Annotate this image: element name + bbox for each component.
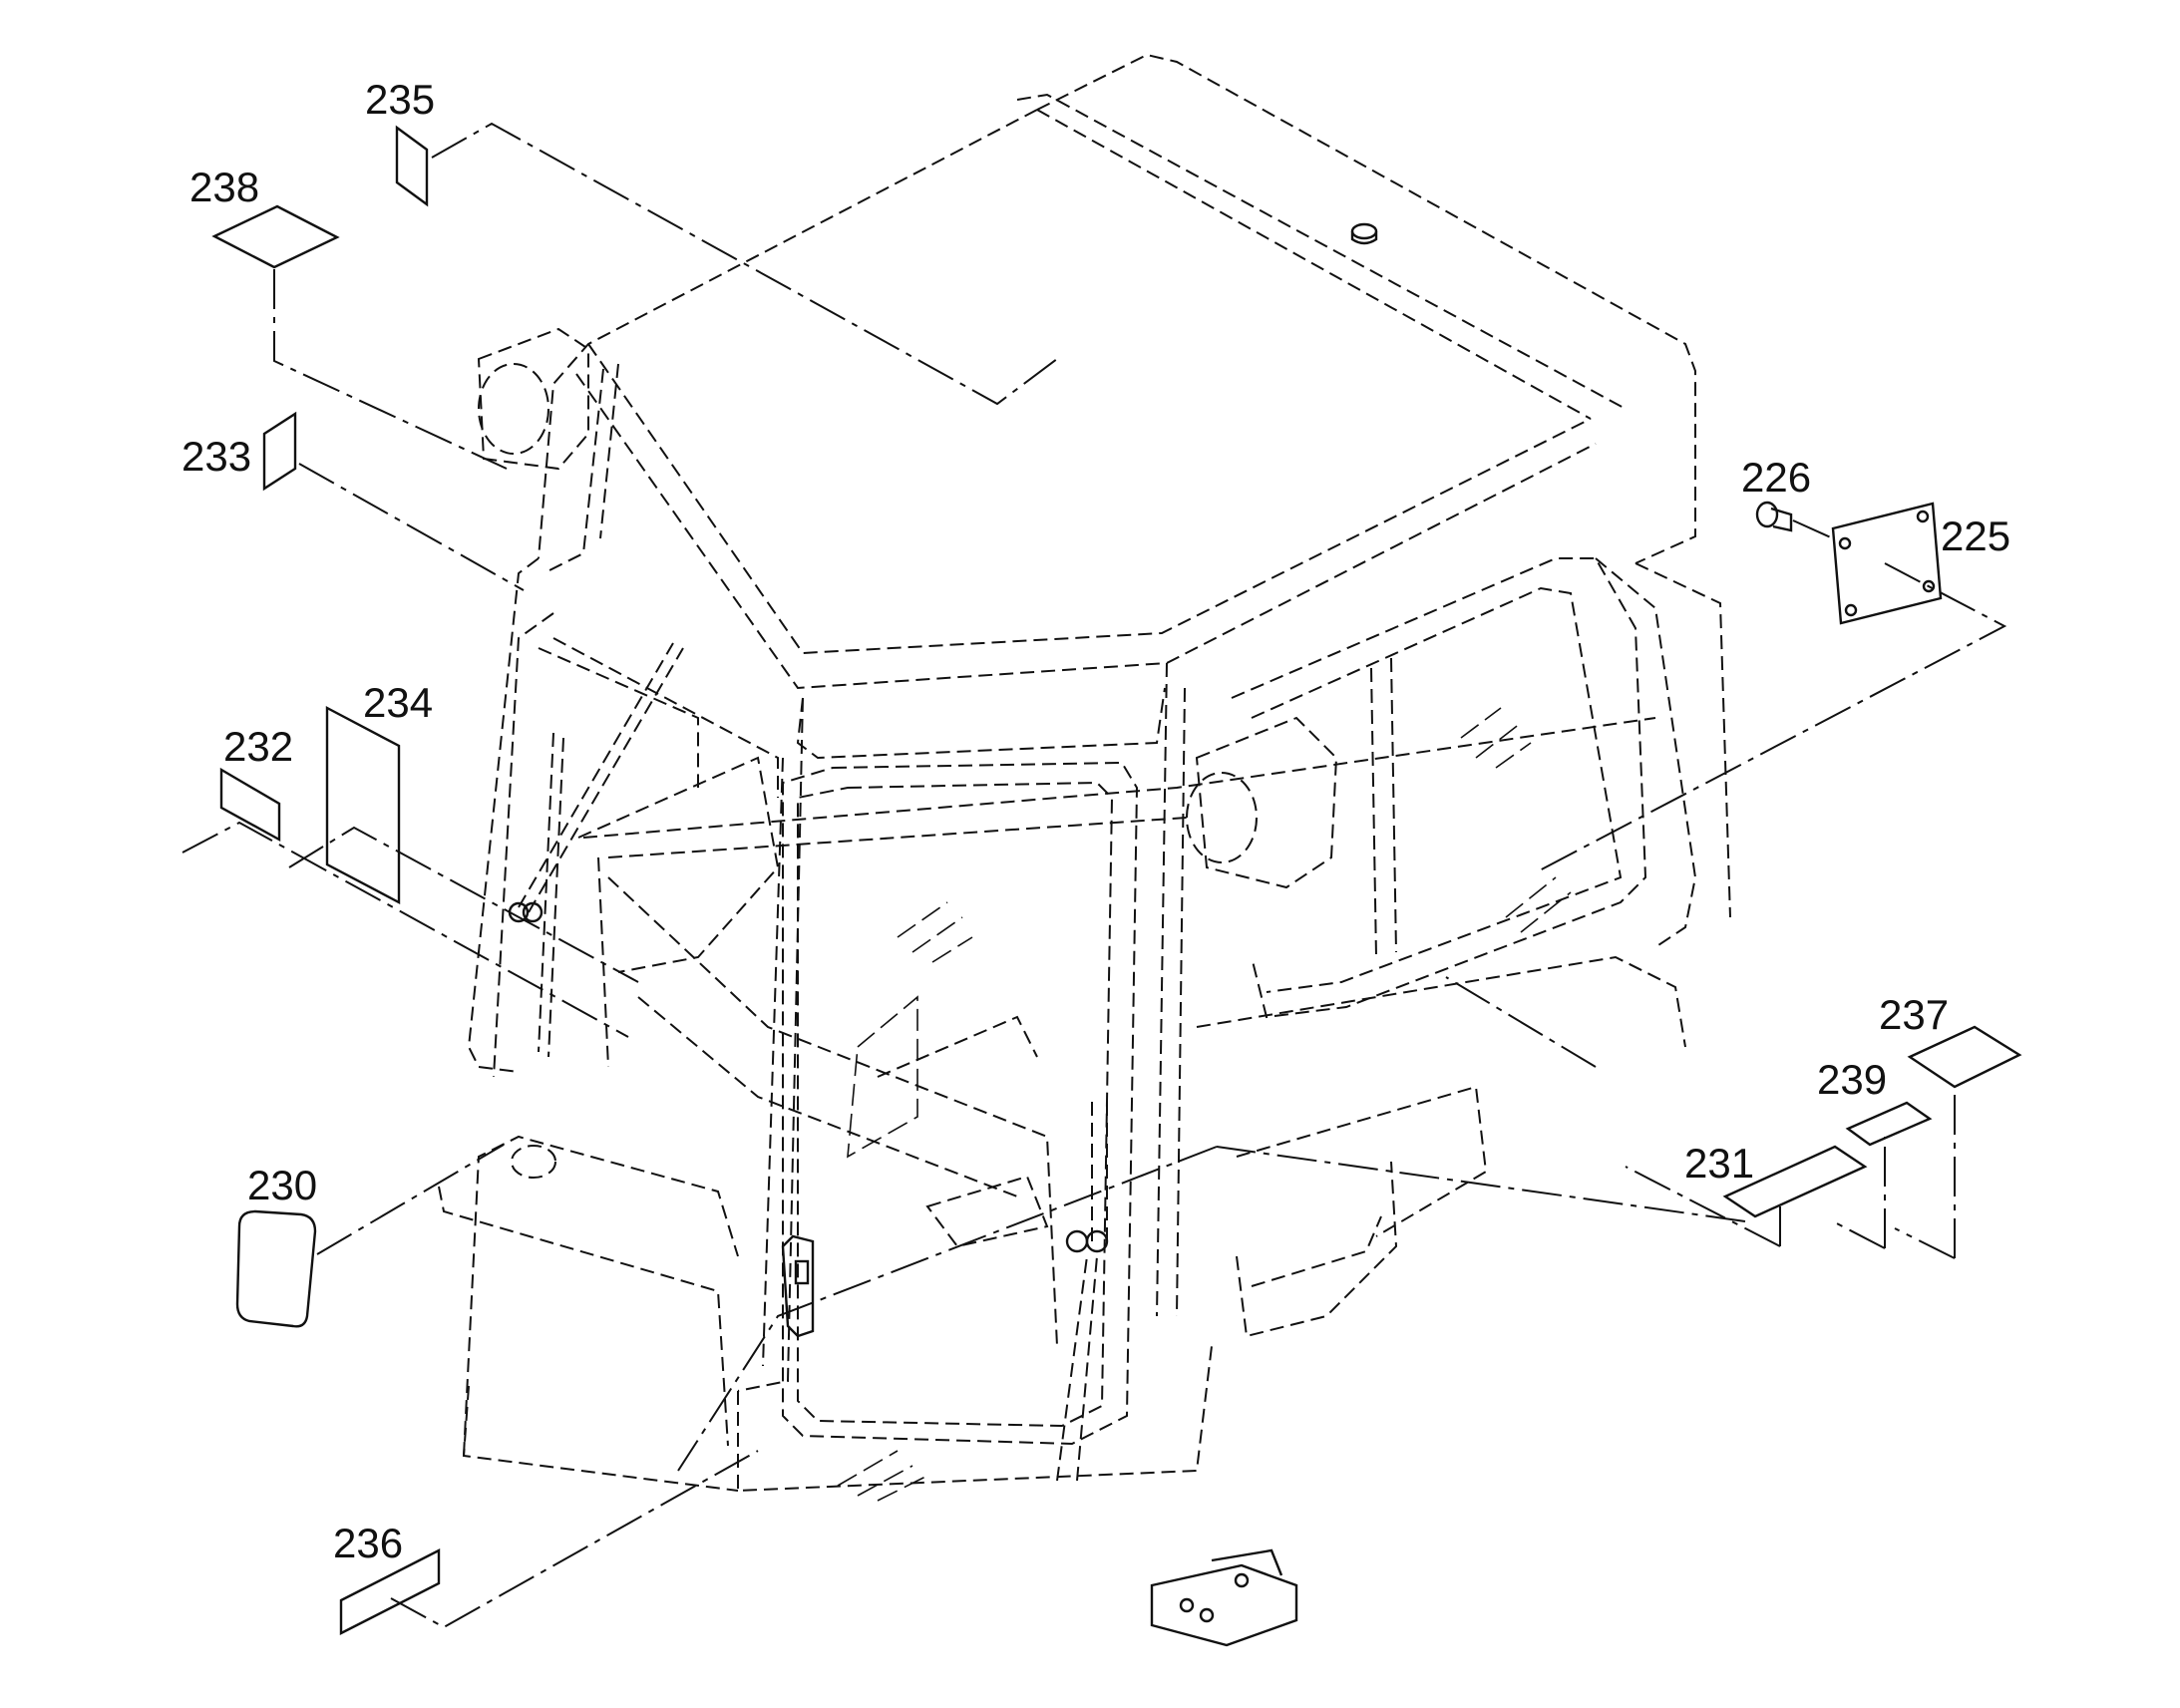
part-234-decal bbox=[325, 706, 401, 904]
label-234: 234 bbox=[363, 679, 433, 726]
part-235-decal bbox=[395, 125, 429, 207]
part-231-decal bbox=[1722, 1145, 1868, 1218]
door-handle bbox=[781, 1234, 815, 1338]
callout-labels: 235 238 233 226 225 234 232 237 239 231 … bbox=[182, 76, 2010, 1566]
label-238: 238 bbox=[189, 164, 259, 210]
cab-body bbox=[438, 53, 1731, 1493]
wiper-left bbox=[508, 642, 684, 1058]
part-232-decal bbox=[219, 767, 281, 843]
part-226-screw bbox=[1755, 501, 1793, 532]
label-236: 236 bbox=[333, 1520, 403, 1566]
part-238-decal bbox=[211, 204, 340, 269]
label-230: 230 bbox=[247, 1162, 317, 1208]
label-226: 226 bbox=[1741, 454, 1811, 501]
label-233: 233 bbox=[182, 433, 251, 480]
label-239: 239 bbox=[1817, 1056, 1887, 1103]
part-237-decal bbox=[1907, 1025, 2022, 1089]
step-plate bbox=[1150, 1548, 1298, 1647]
label-225: 225 bbox=[1941, 512, 2010, 559]
label-237: 237 bbox=[1879, 991, 1949, 1038]
label-231: 231 bbox=[1684, 1140, 1754, 1187]
part-230-decal bbox=[235, 1209, 317, 1328]
part-239-decal bbox=[1845, 1101, 1933, 1147]
glass-hatches bbox=[837, 707, 1572, 1502]
wiper-right bbox=[1056, 1102, 1109, 1482]
part-225-plate bbox=[1831, 502, 1943, 625]
leader-lines bbox=[182, 122, 2007, 1629]
part-236-decal bbox=[339, 1548, 441, 1635]
part-233-decal bbox=[262, 411, 297, 492]
label-232: 232 bbox=[223, 723, 293, 770]
label-235: 235 bbox=[365, 76, 435, 123]
